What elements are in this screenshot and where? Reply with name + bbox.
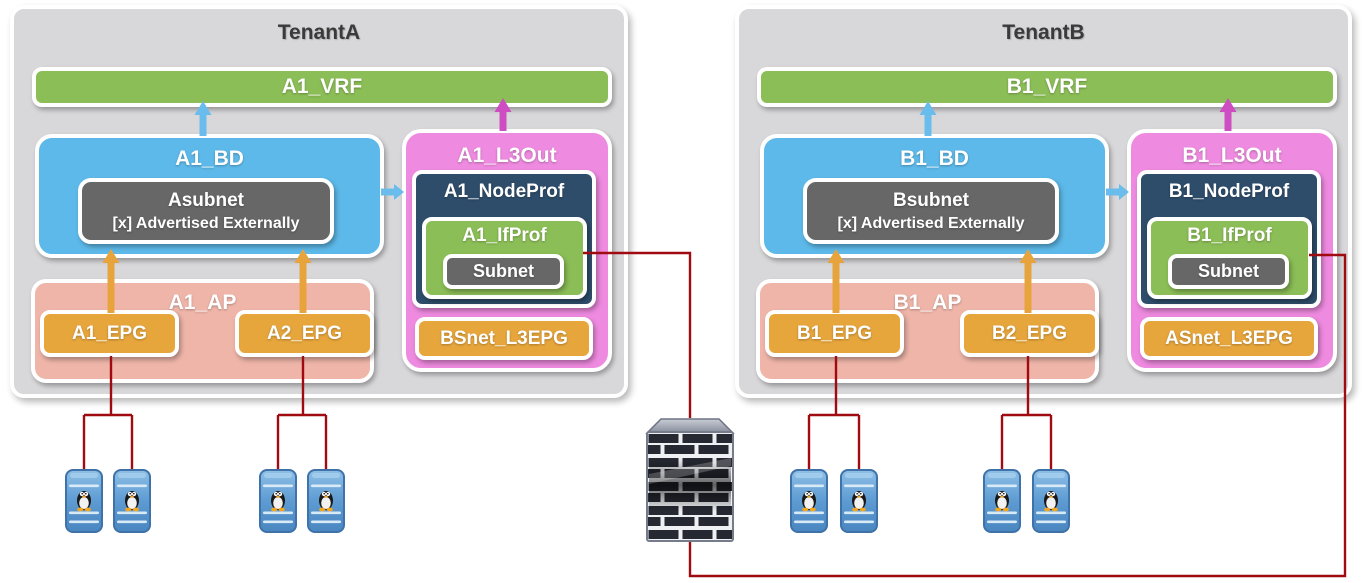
tenant-a-container: TenantA A1_VRF A1_BD Asubnet [x] Adverti…: [10, 5, 628, 398]
b1-l3out-label: B1_L3Out: [1182, 144, 1282, 167]
b1-epg-box: B1_EPG: [765, 310, 904, 357]
a1-bd-subnet-title: Asubnet: [168, 189, 244, 211]
a1-bd-subnet-box: Asubnet [x] Advertised Externally: [78, 178, 334, 244]
asnet-l3epg-box: ASnet_L3EPG: [1140, 317, 1318, 360]
linux-server-icon: [308, 470, 344, 532]
bsnet-l3epg-box: BSnet_L3EPG: [415, 317, 593, 360]
b2-epg-box: B2_EPG: [960, 310, 1099, 357]
a1-ifprof-label: A1_IfProf: [462, 225, 547, 246]
linux-server-icon: [66, 470, 102, 532]
linux-server-icon: [791, 470, 827, 532]
a2-epg-box: A2_EPG: [235, 310, 374, 357]
b1-bd-label: B1_BD: [900, 147, 969, 170]
b1-bd-subnet-title: Bsubnet: [893, 189, 969, 211]
a1-l3out-label: A1_L3Out: [457, 144, 557, 167]
b1-l3out-subnet-box: Subnet: [1168, 254, 1289, 289]
b1-nodeprof-label: B1_NodeProf: [1168, 181, 1290, 202]
b1-bd-subnet-advertised-note: [x] Advertised Externally: [837, 214, 1025, 232]
a1-nodeprof-label: A1_NodeProf: [443, 181, 565, 202]
a1-vrf-box: A1_VRF: [32, 67, 612, 107]
a1-l3out-subnet-box: Subnet: [443, 254, 564, 289]
tenant-b-title: TenantB: [1002, 21, 1085, 44]
b1-vrf-box: B1_VRF: [757, 67, 1337, 107]
a1-ap-label: A1_AP: [168, 291, 237, 314]
a1-epg-box: A1_EPG: [40, 310, 179, 357]
b1-ifprof-label: B1_IfProf: [1187, 225, 1272, 246]
tenant-b-container: TenantB B1_VRF B1_BD Bsubnet [x] Adverti…: [735, 5, 1352, 398]
firewall-icon: [645, 418, 735, 542]
a1-bd-label: A1_BD: [175, 147, 244, 170]
linux-server-icon: [984, 470, 1020, 532]
b1-bd-subnet-box: Bsubnet [x] Advertised Externally: [803, 178, 1059, 244]
a1-bd-subnet-advertised-note: [x] Advertised Externally: [112, 214, 300, 232]
tenant-a-title: TenantA: [277, 21, 361, 44]
linux-server-icon: [260, 470, 296, 532]
linux-server-icon: [841, 470, 877, 532]
linux-server-icon: [114, 470, 150, 532]
linux-server-icon: [1033, 470, 1069, 532]
